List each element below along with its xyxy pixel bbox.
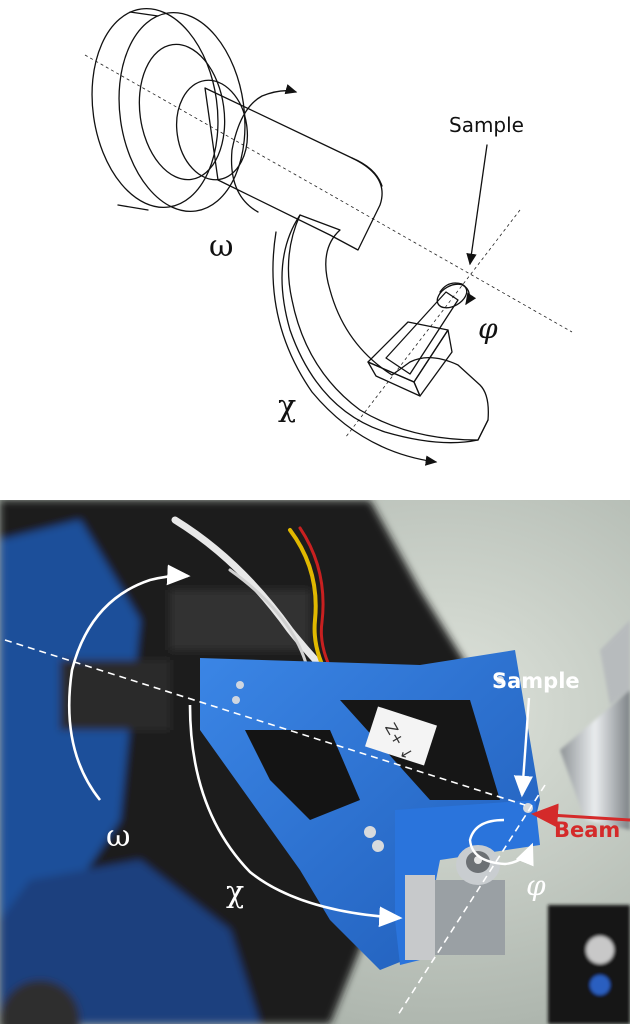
chi-label-photo: χ (226, 875, 244, 910)
base-disk (91, 7, 246, 213)
omega-axis-line-photo (4, 639, 526, 806)
phi-axis-line-photo (397, 784, 546, 1016)
phi-rotation-arrow (439, 282, 477, 306)
chi-rotation-arrow (272, 231, 438, 466)
microscope-objective (548, 620, 630, 1024)
phi-rotation-arrow-photo (468, 818, 534, 867)
sample-pointer-arrow (466, 144, 488, 266)
omega-axis-line (84, 54, 573, 333)
chi-rotation-arrow-photo (188, 704, 403, 928)
chi-arm (281, 214, 489, 444)
omega-label-photo: ω (106, 819, 130, 854)
blue-goniometer-arm (200, 650, 540, 970)
kappa-goniometer-schematic: Sample ω χ φ (0, 0, 630, 500)
omega-rotation-arrow-photo (67, 564, 191, 801)
omega-shaft (175, 79, 383, 251)
photo-drawing: Z+ ↓ Sample Beam ω χ φ (0, 500, 630, 1024)
phi-motor-head (405, 845, 505, 960)
sample-label-photo: Sample (492, 669, 580, 693)
phi-label-photo: φ (526, 869, 546, 902)
goniometer-photo: Z+ ↓ Sample Beam ω χ φ (0, 500, 630, 1024)
sample-label: Sample (449, 113, 524, 137)
omega-label: ω (209, 229, 233, 264)
chi-label: χ (278, 389, 296, 424)
sample-pointer-arrow-photo (513, 697, 533, 798)
phi-label: φ (478, 312, 498, 345)
beam-arrow (531, 803, 630, 828)
schematic-drawing: Sample ω χ φ (84, 7, 573, 466)
sample-mount (367, 283, 468, 397)
omega-rotation-arrow (230, 84, 298, 213)
beam-label: Beam (554, 818, 620, 842)
